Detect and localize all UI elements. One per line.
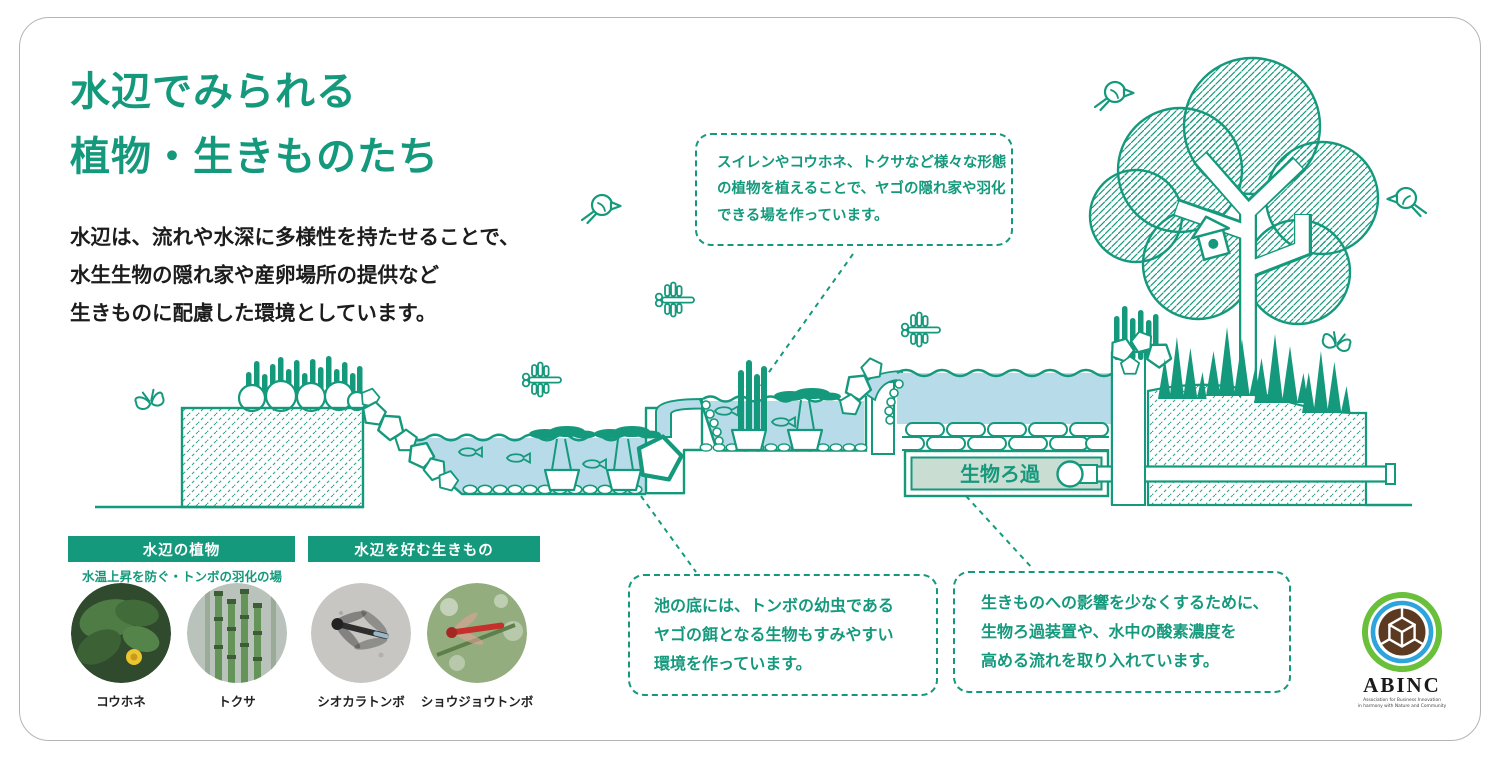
caption-kouhone: コウホネ (96, 694, 146, 709)
photo-shiokara-tombo (311, 583, 411, 683)
page-title-line2: 植物・生きものたち (70, 133, 439, 180)
logo-tagline-line2: in harmony with Nature and Community (1358, 703, 1447, 709)
upper-pond (698, 360, 868, 452)
intro-text: 水辺は、流れや水深に多様性を持たせることで、 水生生物の隠れ家や産卵場所の提供な… (70, 218, 520, 332)
intro-line2: 水生生物の隠れ家や産卵場所の提供など (70, 263, 439, 288)
cobble-bed (902, 422, 1109, 451)
abinc-logo: ABINC Association for Business Innovatio… (1352, 588, 1452, 724)
caption-shiokara-tombo: シオカラトンボ (317, 694, 405, 709)
callout-plants-line3: できる場を作っています。 (717, 207, 889, 224)
legend-header-creatures: 水辺を好む生きもの (308, 536, 540, 562)
bush-icons (237, 379, 368, 413)
horsetail-reeds (738, 360, 767, 432)
dragonfly-icon (654, 281, 695, 318)
legend-plants-subtitle: 水温上昇を防ぐ・トンボの羽化の場 (81, 569, 282, 584)
birdhouse-icon (1190, 215, 1231, 262)
intro-line3: 生きものに配慮した環境としています。 (70, 301, 437, 326)
butterfly-icon (132, 386, 166, 412)
leader-lines (640, 253, 1034, 573)
intro-line1: 水辺は、流れや水深に多様性を持たせることで、 (70, 225, 520, 249)
pipe-end-cap (1385, 463, 1396, 485)
page-title: 水辺でみられる 植物・生きものたち (70, 60, 439, 190)
water-surface (394, 433, 620, 442)
water-surface (896, 368, 1114, 378)
bird-icon (1386, 186, 1428, 218)
logo-tagline-line1: Association for Business Innovation (1363, 697, 1441, 703)
callout-filter: 生きものへの影響を少なくするために、 生物ろ過装置や、水中の酸素濃度を 高める流… (953, 571, 1291, 694)
callout-filter-line2: 生物ろ過装置や、水中の酸素濃度を (981, 621, 1237, 641)
callout-pond-bottom: 池の底には、トンボの幼虫である ヤゴの餌となる生物もすみやすい 環境を作っていま… (628, 574, 938, 697)
inner-slope-pebbles (884, 379, 904, 425)
plant-pot (730, 428, 768, 452)
wall-planting (1106, 306, 1178, 375)
plant-pot (543, 468, 581, 492)
dragonfly-icon (521, 361, 562, 398)
bird-icon (1093, 80, 1135, 112)
plant-pot (786, 428, 824, 452)
callout-pond-line2: ヤゴの餌となる生物もすみやすい (654, 624, 894, 644)
waterfall (655, 397, 703, 438)
rounded-border-frame (19, 17, 1481, 741)
logo-blue-ring (1370, 600, 1434, 664)
dragonfly-icon (900, 311, 941, 348)
callout-plants: スイレンやコウホネ、トクサなど様々な形態 の植物を植えることで、ヤゴの隠れ家や羽… (695, 133, 1013, 247)
ground-block (180, 406, 365, 509)
callout-filter-line1: 生きものへの影響を少なくするために、 (981, 593, 1269, 612)
callout-pond-line1: 池の底には、トンボの幼虫である (654, 596, 894, 615)
pump-icon (1056, 460, 1084, 488)
butterfly-icon (1320, 329, 1353, 354)
left-bank (95, 356, 368, 509)
caption-tokusa: トクサ (218, 694, 256, 709)
logo-wordmark: ABINC (1363, 673, 1441, 697)
right-pond: 生物ろ過 (838, 351, 1396, 506)
lower-pond (358, 385, 704, 496)
photo-kouhone (71, 583, 171, 683)
callout-plants-line2: の植物を植えることで、ヤゴの隠れ家や羽化 (717, 181, 1006, 198)
caption-shoujou-tombo: ショウジョウトンボ (420, 694, 534, 709)
callout-filter-line3: 高める流れを取り入れています。 (981, 650, 1219, 670)
lily-pads (529, 426, 596, 439)
spillway (858, 370, 903, 402)
plant-pot (605, 468, 643, 492)
logo-green-ring (1362, 592, 1442, 672)
pond-right-wall (1111, 351, 1146, 506)
callout-plants-line1: スイレンやコウホネ、トクサなど様々な形態 (717, 155, 1007, 171)
tree (1088, 56, 1380, 399)
photo-shoujou-tombo (427, 583, 527, 683)
filter-label: 生物ろ過 (960, 462, 1041, 486)
page-title-line1: 水辺でみられる (70, 69, 357, 115)
callout-pond-line3: 環境を作っています。 (654, 653, 812, 673)
photo-tokusa (187, 583, 287, 683)
legend-header-plants: 水辺の植物 (68, 536, 295, 562)
bird-icon (580, 193, 622, 225)
